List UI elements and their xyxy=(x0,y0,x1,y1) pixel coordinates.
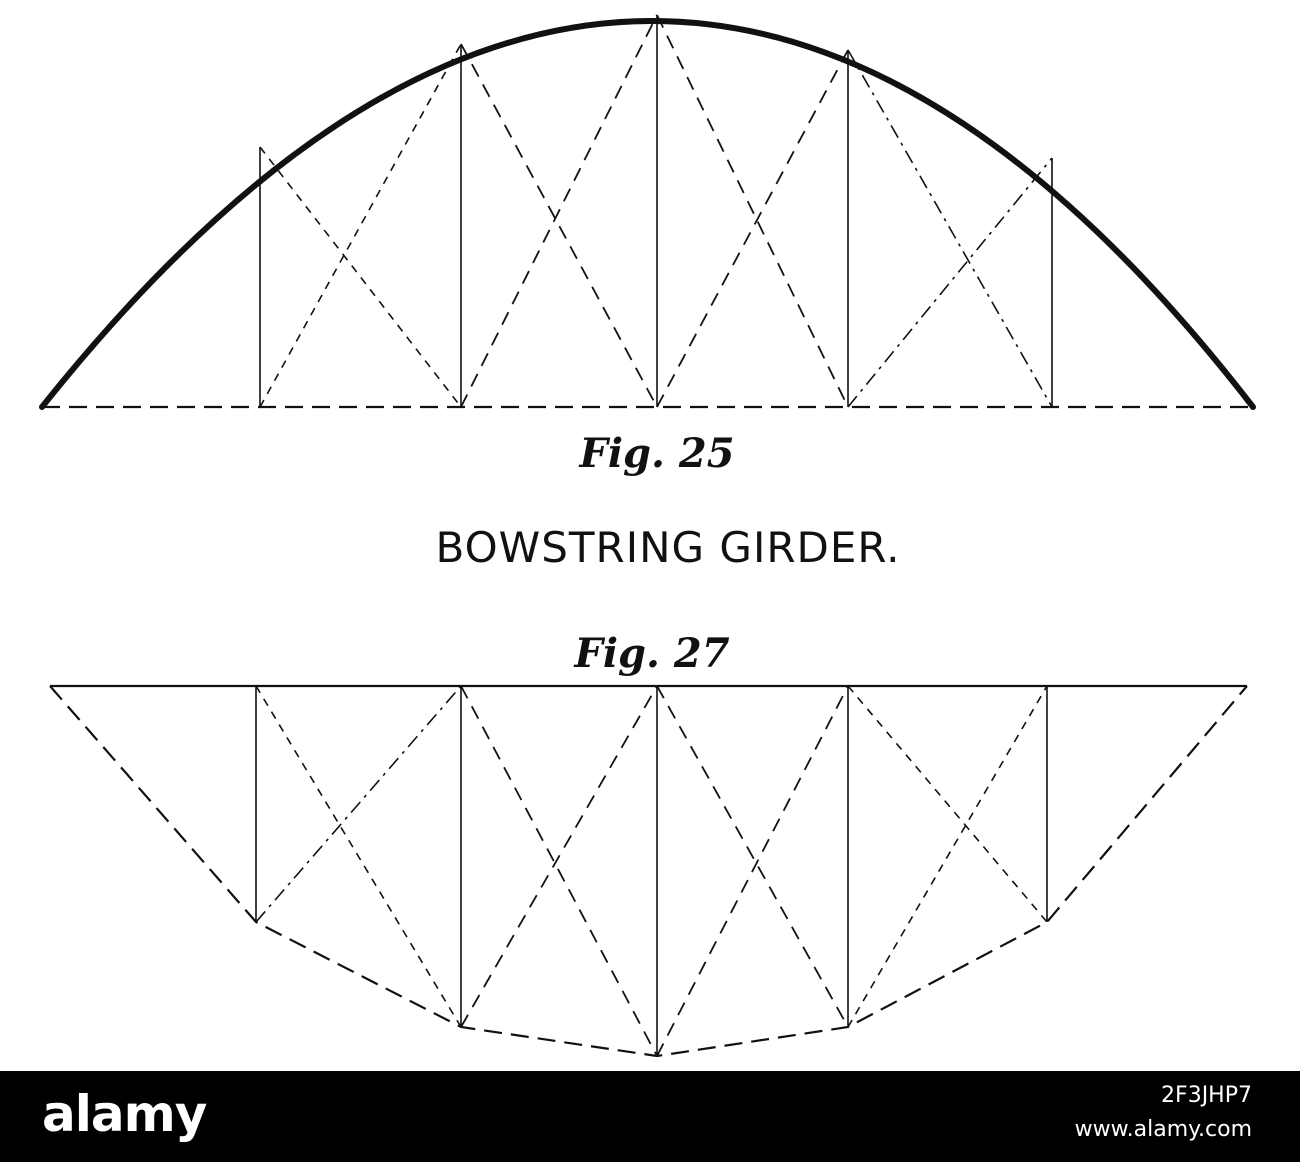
fig-25-truss xyxy=(39,14,1256,410)
fig-25-diagonal xyxy=(460,43,658,408)
fig-25-diagonal xyxy=(656,49,849,408)
fig-27-diagonal xyxy=(847,685,1048,1028)
fig-27-diagonal xyxy=(460,685,658,1028)
girder-diagrams: Fig. 25 BOWSTRING GIRDER. Fig. 27 xyxy=(39,14,1256,1058)
fig-25-diagonal xyxy=(656,14,849,408)
fig-27-label: Fig. 27 xyxy=(573,630,729,677)
fig-25-diagonal xyxy=(847,157,1053,408)
fig-25-label: Fig. 25 xyxy=(578,430,734,477)
watermark-url: www.alamy.com xyxy=(1074,1117,1252,1142)
fig-25-diagonal xyxy=(259,43,462,408)
watermark-image-id: 2F3JHP7 xyxy=(1161,1083,1252,1108)
fig-27-diagonal xyxy=(656,685,849,1057)
fig-25-bow-chord xyxy=(39,18,1256,410)
watermark-bar: alamy 2F3JHP7 www.alamy.com xyxy=(0,1071,1300,1162)
fig-27-lower-chord xyxy=(49,685,1248,1058)
watermark-logo: alamy xyxy=(42,1085,207,1143)
fig-27-diagonal xyxy=(460,685,658,1057)
diagram-title: BOWSTRING GIRDER. xyxy=(436,523,901,572)
fig-25-diagonal xyxy=(259,146,462,408)
fig-25-diagonal xyxy=(460,14,658,408)
fig-27-truss xyxy=(49,684,1248,1058)
fig-27-diagonal xyxy=(255,685,462,1028)
fig-27-diagonal xyxy=(255,685,462,923)
fig-27-diagonal xyxy=(847,685,1048,923)
fig-25-diagonal xyxy=(847,49,1053,408)
fig-27-diagonal xyxy=(656,685,849,1028)
